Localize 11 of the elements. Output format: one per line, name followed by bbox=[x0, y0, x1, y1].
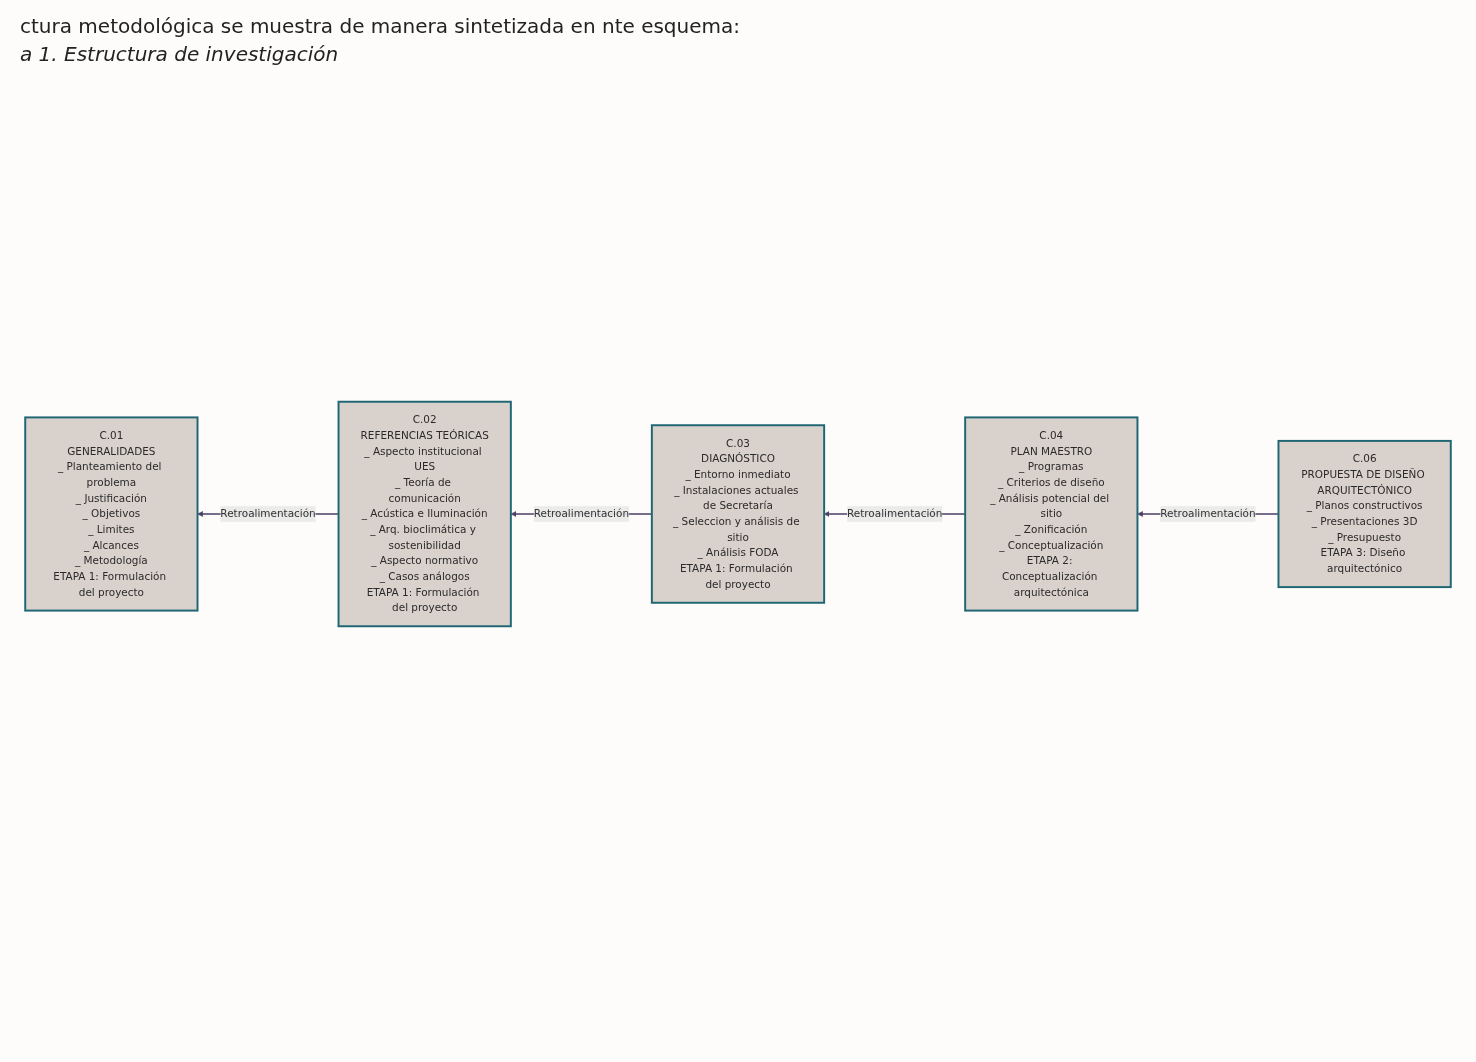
edge-label: Retroalimentación bbox=[847, 507, 943, 520]
edge-label: Retroalimentación bbox=[1160, 507, 1256, 520]
edge-label: Retroalimentación bbox=[533, 507, 629, 520]
node-box: C.02 REFERENCIAS TEÓRICAS _ Aspecto institucional UES _ Teoría de comunicación _ Acústica e Iluminación _ Arq. bioclimática y sostenibilidad _ Aspecto normativo _ Casos análogos ETAPA 1: Formulación del proyecto bbox=[337, 400, 512, 628]
node-box: C.01 GENERALIDADES _ Planteamiento del problema _ Justificación _ Objetivos _ Limites _ Alcances _ Metodología ETAPA 1: Formulación del proyecto bbox=[24, 416, 199, 612]
edge-label: Retroalimentación bbox=[220, 507, 316, 520]
figure-title: a 1. Estructura de investigación bbox=[20, 42, 340, 66]
node-box: C.04 PLAN MAESTRO _ Programas _ Criterios de diseño _ Análisis potencial del sitio _ Zonificación _ Conceptualización ETAPA 2: Conceptualización arquitectónica bbox=[964, 416, 1139, 612]
node-box: C.03 DIAGNÓSTICO _ Entorno inmediato _ Instalaciones actuales de Secretaría _ Seleccion y análisis de sitio _ Análisis FODA ETAPA 1: Formulación del proyecto bbox=[650, 424, 826, 604]
intro-paragraph: ctura metodológica se muestra de manera sintetizada en nte esquema: bbox=[20, 14, 741, 38]
node-box: C.06 PROPUESTA DE DISEÑO ARQUITECTÓNICO _ Planos constructivos _ Presentaciones 3D _ Presupuesto ETAPA 3: Diseño arquitectónico bbox=[1277, 439, 1452, 589]
